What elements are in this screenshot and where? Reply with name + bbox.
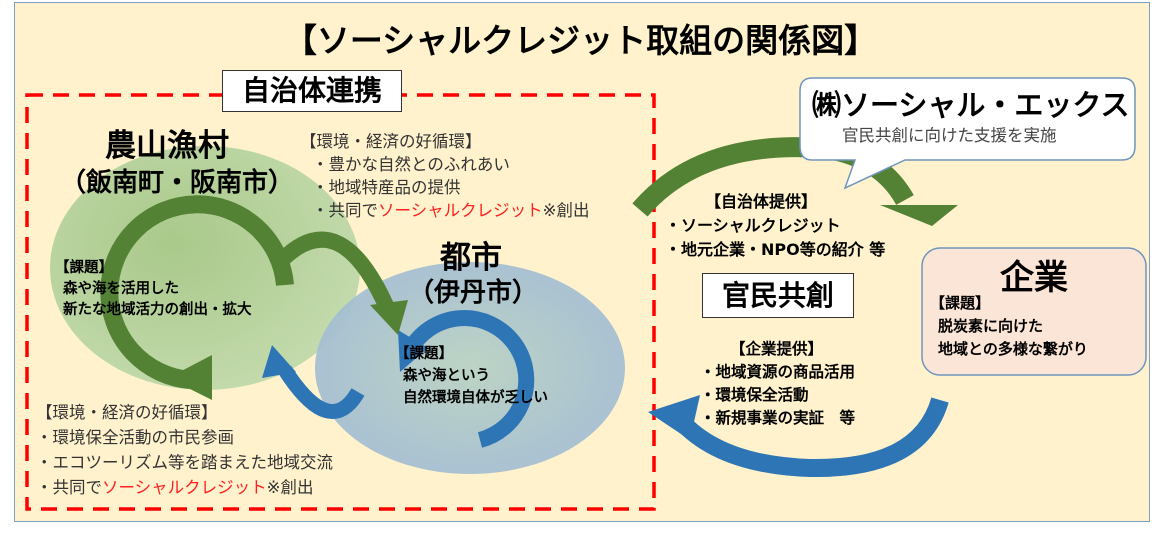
support-company-bubble [799,77,1136,190]
urban-issue-heading: 【課題】 [395,346,453,362]
rural-cycle-item: ・豊かな自然とのふれあい [312,155,510,174]
rural-cycle-arrowhead [168,355,212,400]
company-provides-item: ・新規事業の実証 等 [700,409,856,427]
municipal-to-company-arrowhead [880,205,958,226]
social-credit-highlight: ソーシャルクレジット [102,478,267,497]
rural-cities: （飯南町・阪南市） [60,168,295,198]
urban-to-rural-arrowhead [262,345,296,378]
municipal-provides-item: ・地元企業・NPO等の紹介 等 [665,240,886,259]
urban-issue-line: 自然環境自体が乏しい [403,390,548,406]
rural-to-urban-arrowhead [370,300,408,335]
rural-name: 農山漁村 [105,128,229,164]
urban-issue: 【課題】 森や海という 自然環境自体が乏しい [395,343,548,409]
support-company-name: ㈱ソーシャル・エックス [812,88,1130,122]
company-to-municipal-arrow [673,397,949,478]
rural-cycle-item: ・共同でソーシャルクレジット※創出 [300,199,590,222]
urban-cycle-text: 【環境・経済の好循環】 ・環境保全活動の市民参画 ・エコツーリズム等を踏まえた地… [36,400,333,500]
company-issue-line: 脱炭素に向けた [938,317,1044,335]
rural-issue-line: 森や海を活用した [63,281,179,297]
urban-issue-line: 森や海という [403,368,490,384]
page-title: 【ソーシャルクレジット取組の関係図】 [283,21,878,60]
urban-cycle-arrowhead [398,330,428,372]
municipal-provides-heading: 【自治体提供】 [705,192,818,211]
urban-cycle-item: ・共同でソーシャルクレジット※創出 [36,475,333,500]
prefix: ・共同で [36,478,102,497]
urban-cycle-heading: 【環境・経済の好循環】 [36,403,218,422]
company-issue-heading: 【課題】 [930,294,991,312]
company-provides-item: ・環境保全活動 [700,386,809,404]
urban-to-rural-arrow [278,365,365,419]
urban-cycle-item: ・エコツーリズム等を踏まえた地域交流 [36,453,333,472]
prefix: ・共同で [312,201,378,220]
rural-cycle-item: ・地域特産品の提供 [312,178,461,197]
urban-cycle-item: ・環境保全活動の市民参画 [36,428,234,447]
urban-name: 都市 [440,240,502,276]
company-provides: 【企業提供】 ・地域資源の商品活用 ・環境保全活動 ・新規事業の実証 等 [700,338,855,430]
rural-ellipse [50,146,360,390]
rural-cycle-heading: 【環境・経済の好循環】 [300,132,482,151]
municipal-collab-label: 自治体連携 [222,70,402,112]
urban-cities: （伊丹市） [408,278,539,308]
rural-issue: 【課題】 森や海を活用した 新たな地域活力の創出・拡大 [55,258,252,321]
rural-issue-line: 新たな地域活力の創出・拡大 [63,302,252,318]
support-company-description: 官民共創に向けた支援を実施 [842,126,1057,145]
company-name: 企業 [1000,258,1068,298]
company-issue-line: 地域との多様な繋がり [938,340,1088,358]
social-credit-highlight: ソーシャルクレジット [378,201,543,220]
municipal-provides-item: ・ソーシャルクレジット [665,216,841,235]
suffix: ※創出 [266,478,314,497]
company-to-municipal-arrowhead [648,395,700,440]
urban-cycle-arrow [403,310,535,448]
company-provides-item: ・地域資源の商品活用 [700,363,856,381]
rural-to-urban-arrow [274,231,396,314]
rural-cycle-text: 【環境・経済の好循環】 ・豊かな自然とのふれあい ・地域特産品の提供 ・共同でソ… [300,130,590,222]
rural-cycle-arrow [100,195,294,389]
suffix: ※創出 [542,201,590,220]
municipal-provides: 【自治体提供】 ・ソーシャルクレジット ・地元企業・NPO等の紹介 等 [665,190,885,262]
company-issue: 【課題】 脱炭素に向けた 地域との多様な繋がり [930,292,1088,361]
rural-issue-heading: 【課題】 [55,260,113,276]
company-box [921,247,1147,376]
company-provides-heading: 【企業提供】 [730,340,824,358]
co-creation-label: 官民共創 [702,273,854,318]
